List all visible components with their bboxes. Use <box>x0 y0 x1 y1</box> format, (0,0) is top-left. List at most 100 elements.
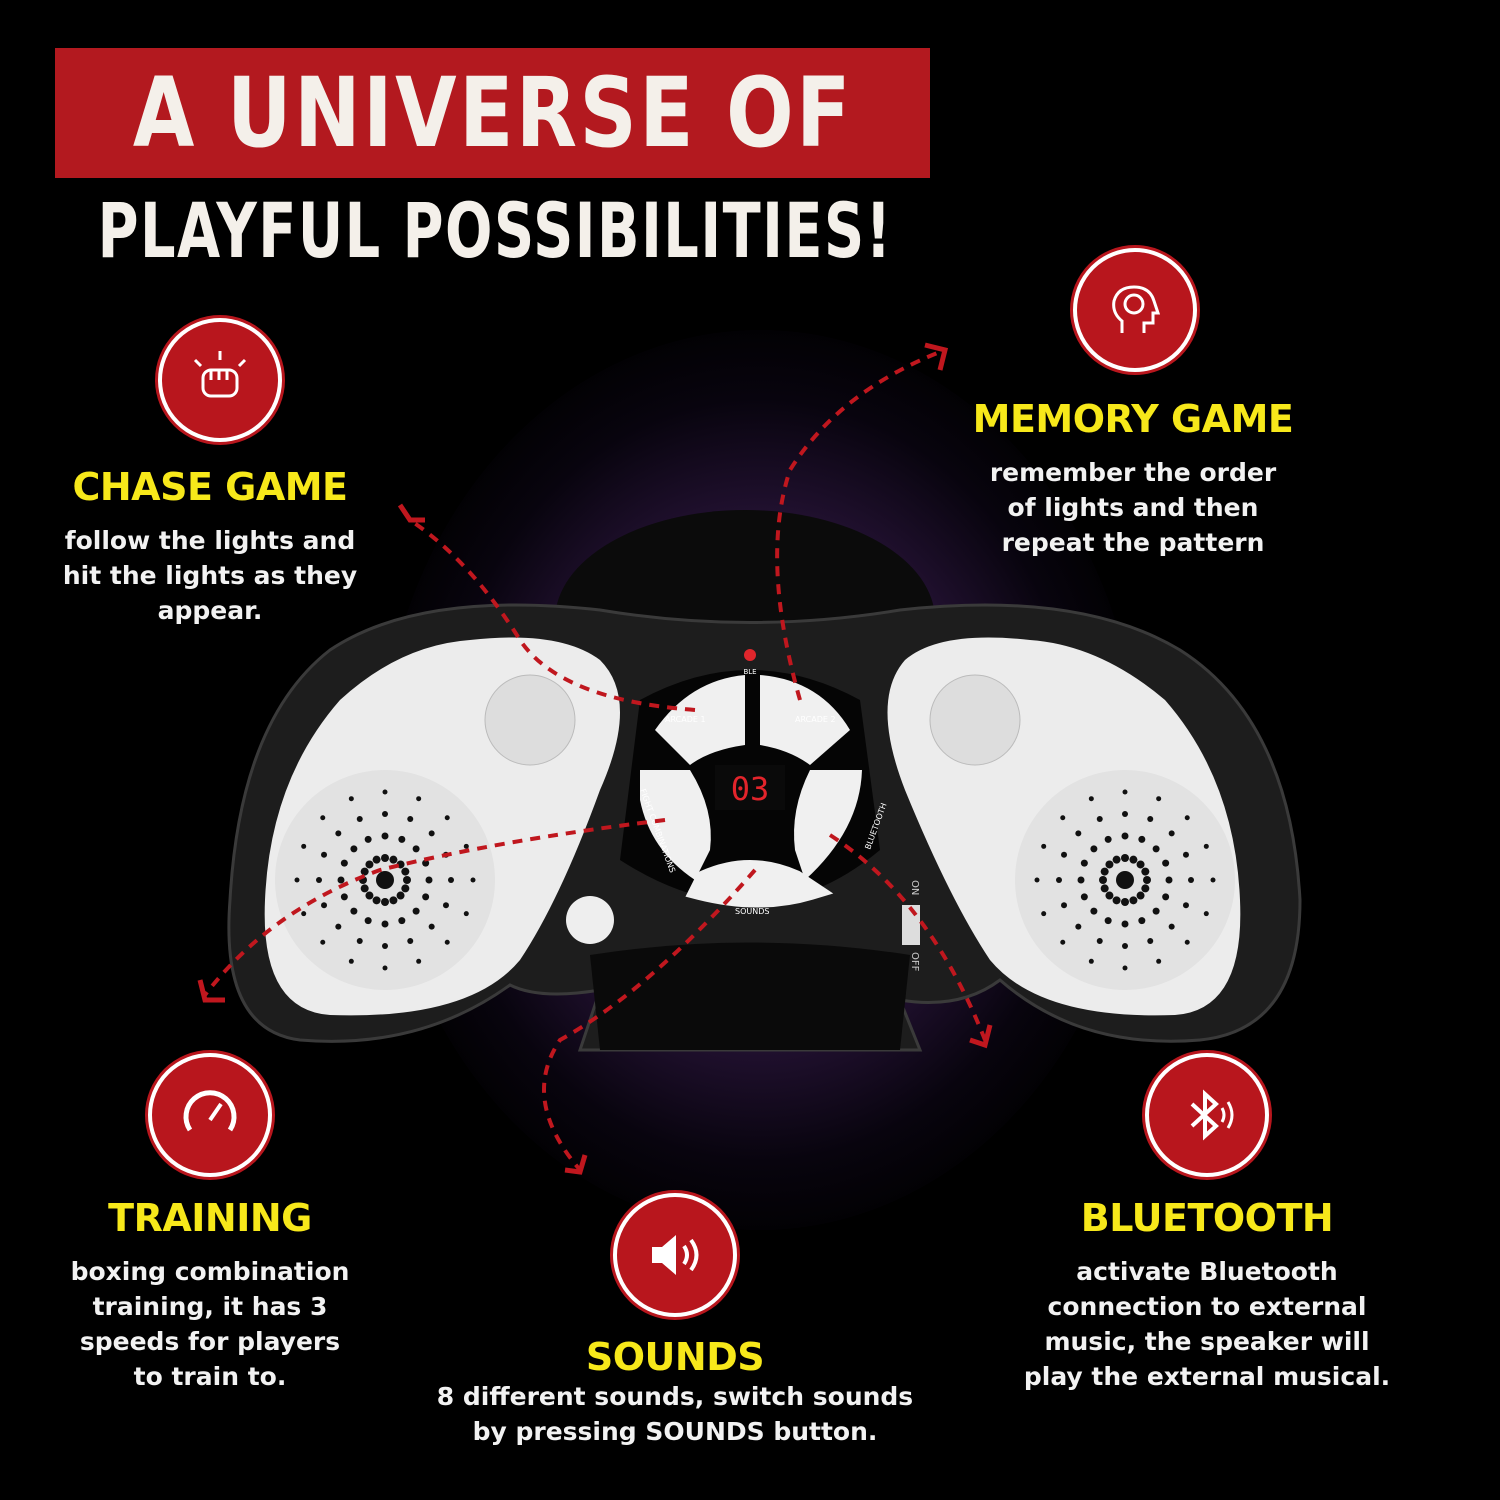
speaker-hole <box>1152 845 1160 853</box>
speaker-hole <box>1104 835 1112 843</box>
headline-line2-box: PLAYFUL POSSIBILITIES! <box>60 185 930 275</box>
speaker-hole <box>1184 939 1190 945</box>
fight-combinations-button[interactable] <box>640 770 711 880</box>
speaker-hole <box>320 939 326 945</box>
speaker-hole <box>382 943 388 949</box>
arcade1-button[interactable] <box>655 675 745 765</box>
feature-title: BLUETOOTH <box>1080 1196 1334 1240</box>
arrowhead <box>197 979 225 1003</box>
speaker-hole <box>422 859 430 867</box>
speaker-hole <box>412 907 420 915</box>
brain-head-icon <box>1073 248 1197 372</box>
speaker-hole <box>1061 902 1068 909</box>
speaker-hole <box>1105 891 1114 900</box>
speaker-hole <box>1129 896 1138 905</box>
speaker-hole <box>1122 943 1128 949</box>
arcade2-button[interactable] <box>760 675 850 765</box>
speaker-hole <box>1112 896 1121 905</box>
speaker-hole <box>1121 832 1129 840</box>
speaker-hole <box>398 917 406 925</box>
speaker-hole <box>365 860 374 869</box>
bluetooth-icon <box>1145 1053 1269 1177</box>
bluetooth-button[interactable] <box>794 770 862 880</box>
speaker-hole <box>1203 843 1209 849</box>
speaker-hole <box>389 855 398 864</box>
speaker-hole <box>1088 796 1094 802</box>
feature-title: MEMORY GAME <box>972 397 1294 441</box>
speaker-hole <box>316 877 322 883</box>
sounds-button[interactable] <box>685 860 834 908</box>
speaker-hole <box>1061 851 1068 858</box>
speaker-hole <box>1041 843 1047 849</box>
left-speaker-grille <box>484 674 576 766</box>
speaker-hole <box>1075 923 1082 930</box>
speaker-hole <box>1156 958 1162 964</box>
speaker-hole <box>1184 815 1190 821</box>
speaker-hole <box>1143 876 1151 884</box>
speaker-hole <box>1129 855 1138 864</box>
speaker-hole <box>381 898 389 906</box>
speaker-hole <box>1077 876 1085 884</box>
ble-led <box>744 649 756 661</box>
speedometer-icon <box>148 1053 272 1177</box>
speaker-hole <box>401 867 410 876</box>
speaker-hole <box>348 958 354 964</box>
speaker-hole <box>1105 860 1114 869</box>
speaker-hole <box>1168 830 1175 837</box>
feature-sounds: SOUNDS 8 different sounds, switch sounds… <box>437 1335 913 1449</box>
arrow-memory <box>775 348 946 701</box>
speaker-hole <box>1034 877 1040 883</box>
speaker-hole <box>382 811 388 817</box>
speaker-hole <box>364 917 372 925</box>
speaker-hole <box>372 855 381 864</box>
speaker-hole <box>1060 815 1066 821</box>
volume-knob[interactable] <box>566 896 614 944</box>
headline-line1: A UNIVERSE OF <box>132 57 853 169</box>
speaker-hole <box>389 896 398 905</box>
switch-off-label: OFF <box>909 952 920 972</box>
speaker-hole <box>320 815 326 821</box>
speaker-hole <box>1121 920 1129 928</box>
speaker-hole <box>442 902 449 909</box>
speaker-hole <box>1096 937 1103 944</box>
speaker-hole <box>444 815 450 821</box>
speaker-hole <box>356 816 363 823</box>
speaker-hole <box>1100 867 1109 876</box>
speaker-hole <box>301 843 307 849</box>
speaker-hole <box>1075 830 1082 837</box>
speaker-hole <box>1056 877 1062 883</box>
speaker-hole <box>1141 867 1150 876</box>
speaker-hole <box>470 877 476 883</box>
speaker-hole <box>382 965 388 971</box>
feature-title: TRAINING <box>108 1196 312 1240</box>
handle[interactable] <box>590 942 910 1051</box>
speaker-hole <box>1141 884 1150 893</box>
feature-title: CHASE GAME <box>72 465 348 509</box>
speaker-hole <box>1156 796 1162 802</box>
speaker-hole <box>401 884 410 893</box>
arrow-sounds <box>542 868 757 1172</box>
speaker-hole <box>335 923 342 930</box>
speaker-hole <box>1060 939 1066 945</box>
speaker-hole <box>376 871 394 889</box>
headline-line1-box: A UNIVERSE OF <box>55 48 930 178</box>
arcade2-label: ARCADE 2 <box>795 715 836 724</box>
speaker-icon <box>613 1193 737 1317</box>
speaker-hole <box>381 832 389 840</box>
arrow-bluetooth <box>828 833 987 1041</box>
speaker-hole <box>350 907 358 915</box>
feature-title: SOUNDS <box>585 1335 765 1379</box>
speaker-hole <box>321 851 328 858</box>
speaker-hole <box>1121 898 1129 906</box>
speaker-hole <box>1080 859 1088 867</box>
speaker-hole <box>364 835 372 843</box>
speaker-hole <box>1122 811 1128 817</box>
speaker-hole <box>294 877 300 883</box>
speaker-hole <box>1138 835 1146 843</box>
